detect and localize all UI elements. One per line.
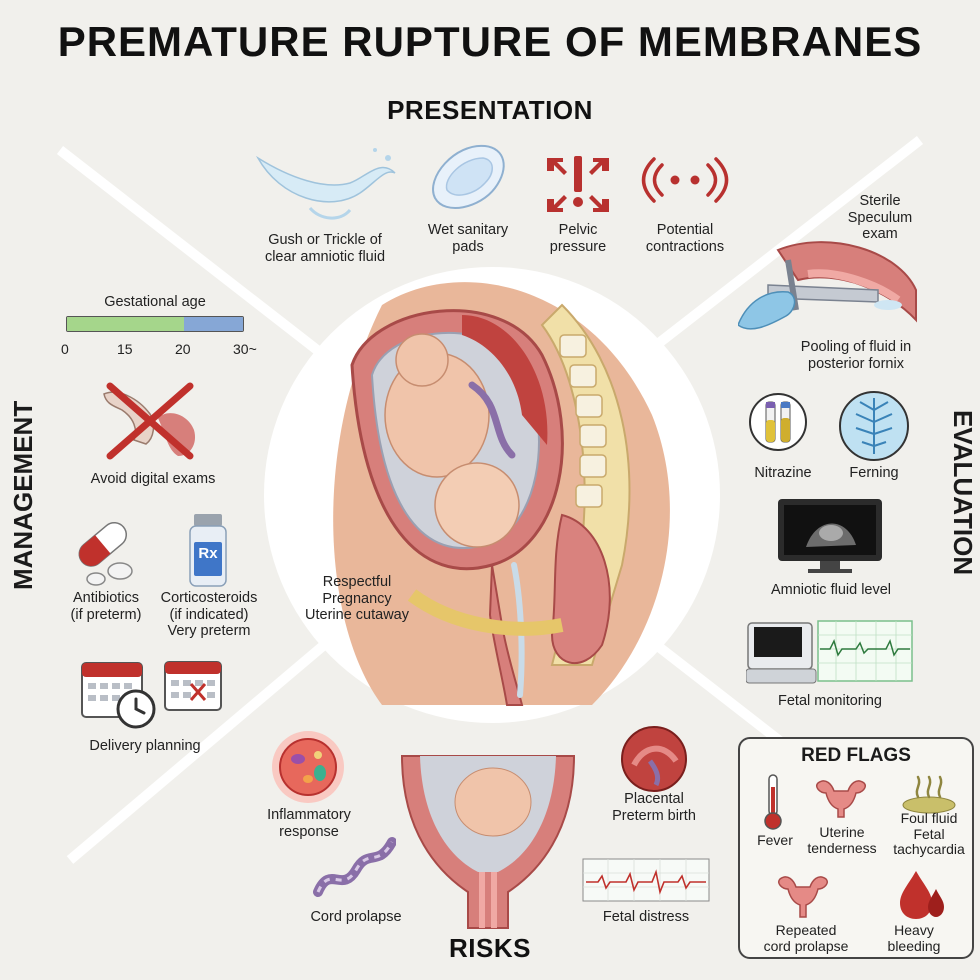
uterus-tender-icon bbox=[815, 780, 867, 818]
ferning-icon bbox=[839, 391, 909, 461]
uterine-tenderness-label: Uterine tenderness bbox=[807, 824, 877, 856]
gestational-age-title: Gestational age bbox=[104, 294, 206, 310]
foul-fluid-label: Foul fluid Fetal tachycardia bbox=[893, 810, 965, 858]
fetal-monitoring-label: Fetal monitoring bbox=[778, 693, 882, 709]
speculum-exam-icon bbox=[738, 241, 917, 330]
evaluation-heading: EVALUATION bbox=[948, 409, 978, 576]
pelvic-label: Pelvic pressure bbox=[549, 222, 607, 255]
gestational-blue-segment bbox=[184, 317, 243, 331]
fetal-distress-label: Fetal distress bbox=[602, 909, 690, 925]
pooling-label: Pooling of fluid in posterior fornix bbox=[800, 339, 912, 372]
page-title: PREMATURE RUPTURE OF MEMBRANES bbox=[57, 18, 923, 65]
calendar-clock-icon bbox=[81, 662, 156, 729]
uterine-cutaway-illustration bbox=[264, 267, 720, 723]
red-flags-panel: RED FLAGS Fever Uterine tenderness Foul … bbox=[738, 737, 974, 959]
ferning-label: Ferning bbox=[849, 465, 899, 481]
risks-uterus-illustration bbox=[400, 755, 576, 929]
pelvic-pressure-icon bbox=[547, 156, 609, 212]
gest-tick-30: 30~ bbox=[233, 341, 257, 357]
gestational-green-segment bbox=[67, 317, 185, 331]
avoid-exam-icon bbox=[103, 382, 196, 460]
speculum-label: Sterile Speculum exam bbox=[847, 193, 913, 243]
inflammatory-label: Inflammatory response bbox=[267, 807, 351, 840]
gest-tick-20: 20 bbox=[175, 341, 191, 357]
placenta-icon bbox=[621, 726, 687, 792]
presentation-heading: PRESENTATION bbox=[387, 95, 593, 125]
inflammatory-cell-icon bbox=[272, 731, 344, 803]
thermometer-icon bbox=[764, 774, 782, 830]
contractions-label: Potential contractions bbox=[645, 222, 725, 255]
management-heading: MANAGEMENT bbox=[8, 400, 38, 590]
avoid-exam-label: Avoid digital exams bbox=[90, 471, 216, 487]
contractions-icon bbox=[641, 157, 729, 203]
risks-heading: RISKS bbox=[449, 933, 531, 963]
corticosteroids-label: Corticosteroids (if indicated) Very pret… bbox=[160, 590, 258, 640]
foul-fluid-icon bbox=[902, 775, 956, 814]
amniotic-fluid-label: Amniotic fluid level bbox=[770, 582, 892, 598]
nitrazine-label: Nitrazine bbox=[754, 465, 812, 481]
uterus-repeat-icon bbox=[777, 876, 829, 918]
sanitary-pad-icon bbox=[432, 144, 505, 210]
pads-label: Wet sanitary pads bbox=[427, 222, 509, 255]
gest-tick-0: 0 bbox=[61, 341, 69, 357]
antibiotics-label: Antibiotics (if preterm) bbox=[70, 590, 142, 623]
fetal-monitor-icon bbox=[746, 620, 913, 684]
delivery-planning-label: Delivery planning bbox=[89, 738, 201, 754]
nitrazine-test-icon bbox=[749, 393, 807, 451]
heavy-bleeding-label: Heavy bleeding bbox=[887, 922, 941, 954]
rx-label: Rx bbox=[198, 545, 218, 562]
blood-drop-icon bbox=[900, 871, 944, 919]
gest-tick-15: 15 bbox=[117, 341, 133, 357]
red-flags-title: RED FLAGS bbox=[801, 745, 911, 766]
repeated-cord-prolapse-label: Repeated cord prolapse bbox=[763, 922, 849, 954]
cord-prolapse-label: Cord prolapse bbox=[310, 909, 402, 925]
ultrasound-monitor-icon bbox=[778, 499, 882, 573]
cutaway-caption: Respectful Pregnancy Uterine cutaway bbox=[305, 574, 409, 624]
medicine-bottle-icon bbox=[189, 514, 227, 587]
fluid-splash-icon bbox=[255, 148, 396, 220]
fetal-distress-trace-icon bbox=[582, 858, 710, 902]
calendar-cancel-icon bbox=[164, 661, 222, 711]
gush-label: Gush or Trickle of clear amniotic fluid bbox=[264, 232, 386, 265]
umbilical-cord-icon bbox=[313, 837, 396, 897]
pills-icon bbox=[78, 521, 133, 586]
placental-label: Placental Preterm birth bbox=[612, 791, 696, 824]
gestational-age-bar bbox=[66, 316, 244, 332]
fever-label: Fever bbox=[757, 832, 793, 848]
